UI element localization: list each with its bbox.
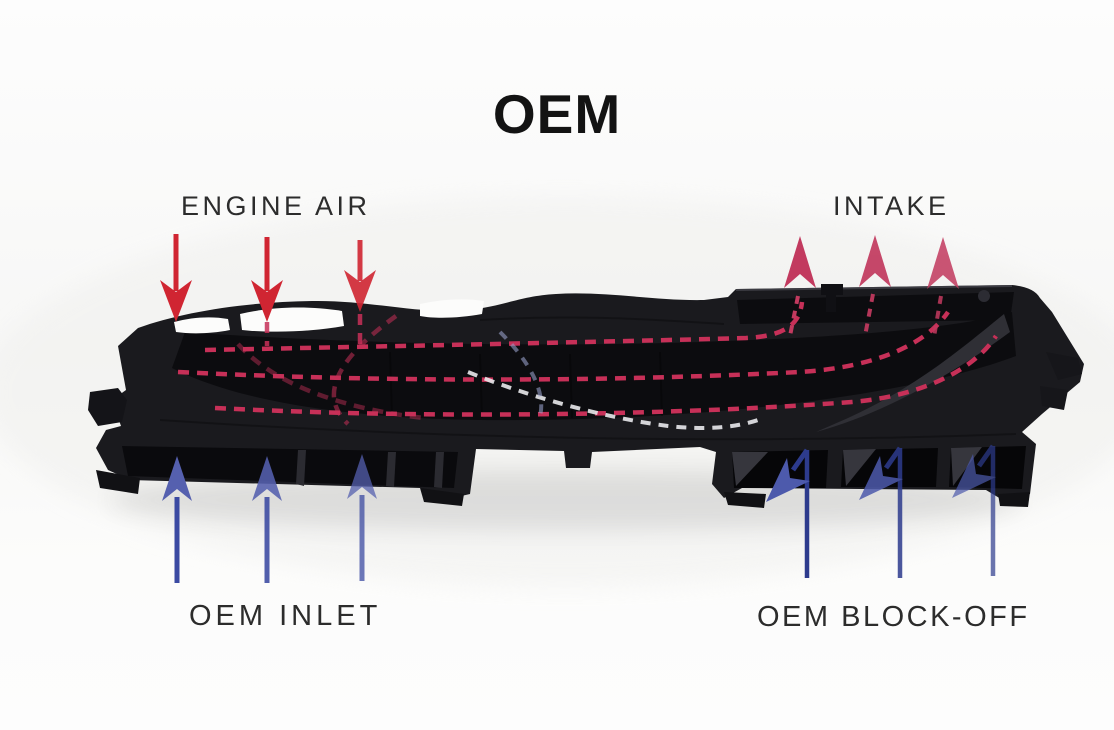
arrow-down-icon (344, 240, 376, 312)
vent-rib (296, 450, 306, 486)
mounting-foot (724, 492, 766, 508)
arrow-up-icon (252, 456, 282, 583)
arrow-down-icon (251, 237, 283, 322)
mounting-foot (998, 492, 1030, 507)
top-slot-opening (240, 307, 344, 332)
louver-bevel (951, 447, 982, 486)
intake-arrows (784, 235, 959, 338)
top-slot-opening (420, 299, 484, 318)
intake-duct-part (88, 284, 1084, 508)
rear-rim-highlight (735, 285, 1013, 291)
flow-line-middle (177, 310, 950, 382)
flow-line-bottom (214, 334, 998, 417)
left-clip (88, 388, 127, 426)
flow-line-blue (498, 330, 544, 417)
arrow-up-icon (784, 236, 816, 337)
screw-boss (978, 290, 990, 302)
arrow-up-icon (927, 237, 959, 338)
top-tab-clip (821, 284, 843, 312)
deflected-arrow-icon (859, 446, 903, 578)
inner-blade (816, 314, 1010, 432)
mounting-foot (96, 470, 140, 494)
intake-label: INTAKE (833, 191, 950, 221)
arrow-up-icon (859, 235, 891, 337)
oem-inlet-arrows (162, 454, 377, 583)
louver-bevel (732, 452, 768, 486)
airflow-path-lines (177, 301, 998, 430)
vent-rib (386, 452, 396, 487)
oem-block-off-arrows (766, 444, 996, 578)
oem-inlet-label: OEM INLET (189, 600, 382, 632)
flow-entry-dashes (264, 314, 363, 346)
arrow-up-icon (162, 456, 192, 583)
engine-air-label: ENGINE AIR (181, 191, 371, 221)
engine-air-arrows (160, 234, 376, 322)
flow-curve-left (236, 342, 425, 421)
right-clip (1046, 352, 1082, 380)
left-vent-band (122, 446, 458, 488)
top-slot-opening (174, 317, 230, 334)
louver-bevel (843, 449, 876, 486)
oem-block-off-label: OEM BLOCK-OFF (757, 601, 1030, 633)
vent-slot (122, 446, 458, 488)
arrow-down-icon (160, 234, 192, 322)
flow-line-white (467, 370, 759, 430)
deflected-arrow-icon (766, 448, 810, 578)
vent-rib (434, 452, 444, 488)
mounting-foot (420, 488, 464, 506)
deflected-arrow-icon (952, 444, 996, 576)
duct-interior (172, 312, 1016, 421)
arrow-up-icon (347, 454, 377, 581)
page-title: OEM (492, 83, 622, 145)
right-clip (1040, 386, 1068, 410)
flow-curve-left (331, 314, 398, 426)
